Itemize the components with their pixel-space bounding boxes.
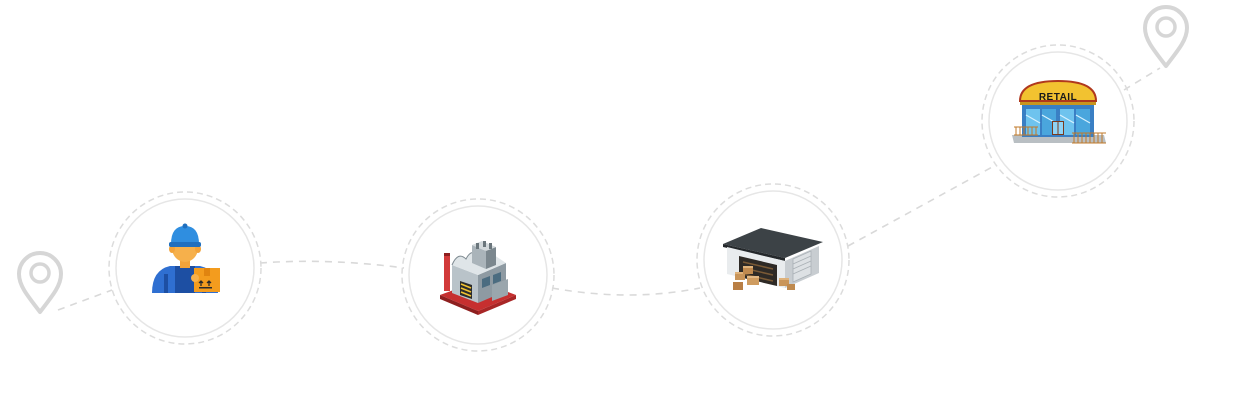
- node-factory: [401, 198, 555, 352]
- factory-icon: [440, 241, 516, 315]
- connecting-path: [57, 67, 1161, 311]
- path-segment-warehouse-retail: [847, 165, 995, 247]
- node-worker: [108, 191, 262, 345]
- path-segment-start: [57, 289, 113, 311]
- retail-store-icon: RETAIL: [1012, 79, 1106, 144]
- delivery-worker-icon: [152, 223, 220, 293]
- location-pin-icon: [1143, 5, 1189, 68]
- location-pin-icon: [17, 251, 63, 314]
- node-outer-ring: [981, 44, 1135, 198]
- warehouse-icon: [723, 228, 823, 290]
- node-outer-ring: [401, 198, 555, 352]
- path-segment-factory-warehouse: [551, 287, 701, 296]
- cardboard-boxes: [733, 266, 795, 290]
- path-segment-end: [1123, 67, 1161, 91]
- node-warehouse: [696, 183, 850, 337]
- node-retail: RETAIL: [981, 44, 1135, 198]
- retail-sign: RETAIL: [1039, 92, 1077, 103]
- path-segment-worker-factory: [259, 260, 405, 269]
- node-outer-ring: [696, 183, 850, 337]
- node-outer-ring: [108, 191, 262, 345]
